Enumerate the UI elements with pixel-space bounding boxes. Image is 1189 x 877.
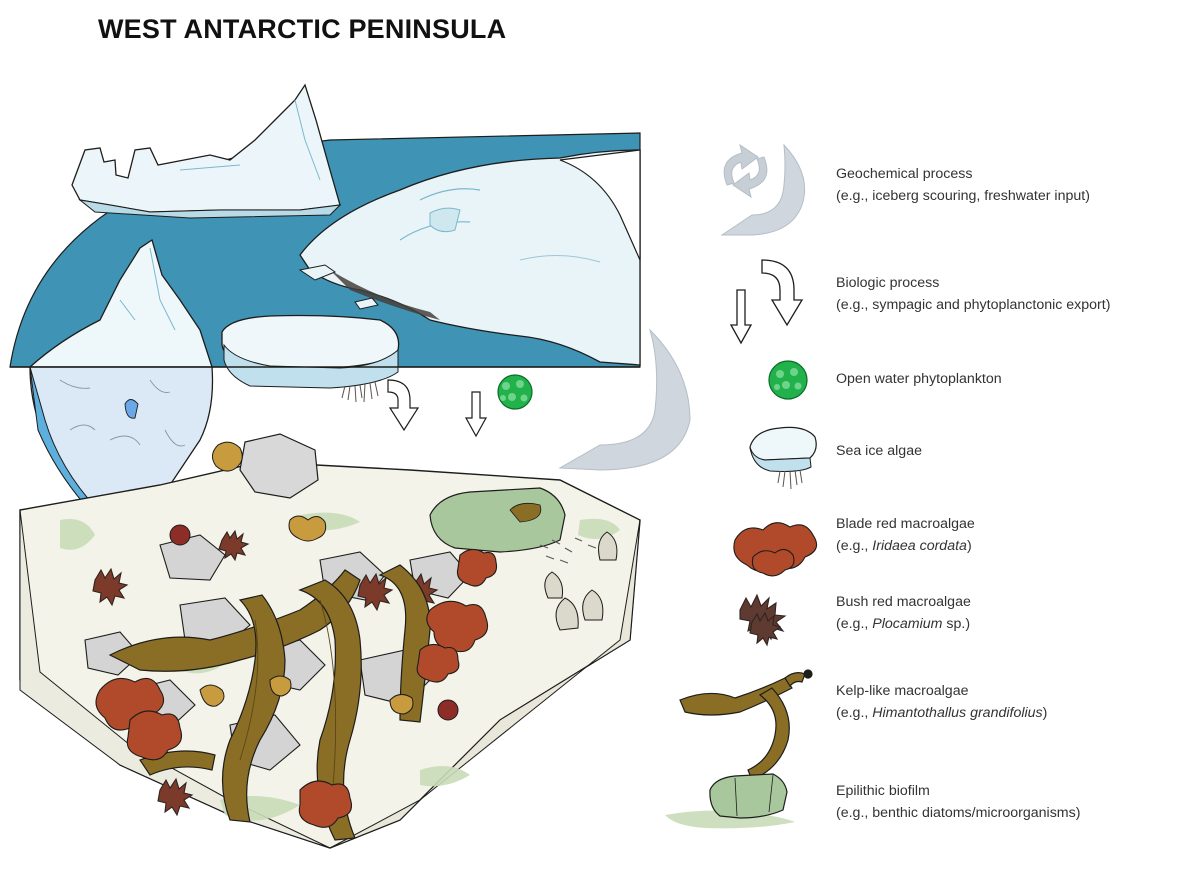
- legend-sea-ice-algae: Sea ice algae: [836, 440, 922, 462]
- legend-example: (e.g., Iridaea cordata): [836, 535, 975, 557]
- species-name: Iridaea cordata: [872, 538, 967, 554]
- sea-urchin: [438, 700, 458, 720]
- legend-label: Epilithic biofilm: [836, 783, 930, 799]
- legend-phytoplankton: Open water phytoplankton: [836, 368, 1002, 390]
- species-name: Plocamium: [872, 616, 942, 632]
- tabular-iceberg: [72, 85, 340, 212]
- legend-geochemical-process: Geochemical process (e.g., iceberg scour…: [836, 163, 1090, 207]
- phytoplankton-icon: [769, 361, 807, 399]
- legend-example: (e.g., benthic diatoms/microorganisms): [836, 802, 1080, 824]
- epilithic-biofilm-icon: [665, 774, 795, 828]
- kelp-like-macroalgae-icon: [680, 670, 812, 780]
- sea-urchin: [170, 525, 190, 545]
- legend-label: Biologic process: [836, 275, 939, 291]
- legend-label: Kelp-like macroalgae: [836, 683, 968, 699]
- species-name: Himantothallus grandifolius: [872, 705, 1042, 721]
- legend-blade-red-macroalgae: Blade red macroalgae (e.g., Iridaea cord…: [836, 513, 975, 557]
- biofilm-rock: [430, 488, 565, 552]
- biologic-arrow: [466, 392, 486, 436]
- legend-label: Bush red macroalgae: [836, 594, 971, 610]
- sea-ice-algae-icon: [750, 427, 816, 489]
- legend-label: Blade red macroalgae: [836, 516, 975, 532]
- legend-label: Geochemical process: [836, 166, 972, 182]
- legend-bush-red-macroalgae: Bush red macroalgae (e.g., Plocamium sp.…: [836, 591, 971, 635]
- legend-biologic-process: Biologic process (e.g., sympagic and phy…: [836, 272, 1110, 316]
- legend-example: (e.g., sympagic and phytoplanctonic expo…: [836, 294, 1110, 316]
- blade-red-macroalgae-icon: [734, 523, 817, 576]
- legend-epilithic-biofilm: Epilithic biofilm (e.g., benthic diatoms…: [836, 780, 1080, 824]
- bush-red-macroalgae-icon: [740, 595, 785, 645]
- biologic-arrow: [388, 380, 418, 430]
- legend-label: Sea ice algae: [836, 443, 922, 459]
- phytoplankton-cluster: [498, 375, 532, 409]
- legend-example: (e.g., Plocamium sp.): [836, 613, 971, 635]
- legend-kelp-like-macroalgae: Kelp-like macroalgae (e.g., Himantothall…: [836, 680, 1047, 724]
- biologic-process-icon: [731, 260, 802, 343]
- sea-ice-floe: [222, 316, 399, 369]
- legend-example: (e.g., Himantothallus grandifolius): [836, 702, 1047, 724]
- legend-example: (e.g., iceberg scouring, freshwater inpu…: [836, 185, 1090, 207]
- geochemical-process-icon: [722, 145, 805, 235]
- legend-label: Open water phytoplankton: [836, 371, 1002, 387]
